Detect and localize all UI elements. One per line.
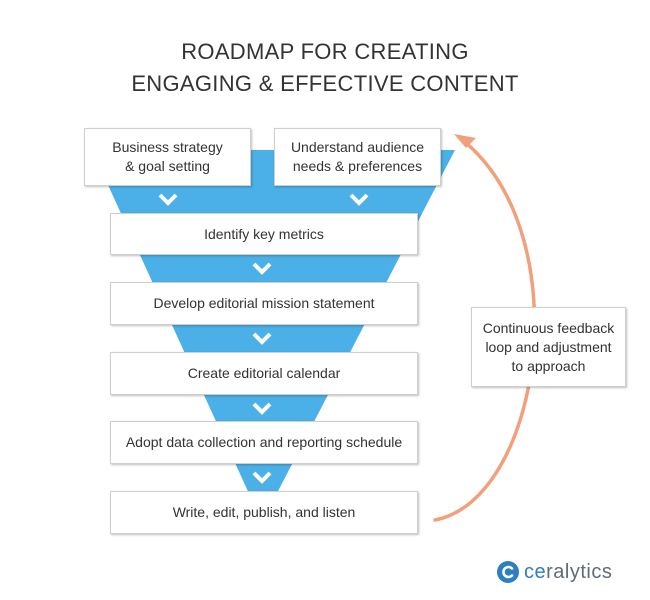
step-editorial-calendar: Create editorial calendar <box>110 352 418 395</box>
ceralytics-logo-icon <box>497 561 519 583</box>
step-mission-statement-label: Develop editorial mission statement <box>153 295 375 311</box>
page-title: ROADMAP FOR CREATING ENGAGING & EFFECTIV… <box>0 36 650 100</box>
chevron-down-icon <box>158 193 178 206</box>
chevron-down-icon <box>252 402 272 415</box>
logo-wordmark-prefix: ce <box>524 561 547 583</box>
chevron-down-icon <box>349 193 369 206</box>
step-data-collection: Adopt data collection and reporting sche… <box>110 421 418 464</box>
feedback-loop-arrowhead <box>454 134 476 148</box>
feedback-loop-label: Continuous feedback loop and adjustment … <box>482 319 615 374</box>
funnel-shape <box>92 150 455 522</box>
chevron-down-icon <box>252 332 272 345</box>
step-editorial-calendar-label: Create editorial calendar <box>187 365 341 381</box>
step-mission-statement: Develop editorial mission statement <box>110 282 418 325</box>
title-line-1: ROADMAP FOR CREATING <box>181 39 469 64</box>
step-audience-needs: Understand audience needs & preferences <box>274 128 441 186</box>
step-audience-needs-label: Understand audience needs & preferences <box>290 139 425 174</box>
step-data-collection-label: Adopt data collection and reporting sche… <box>125 434 403 450</box>
logo-wordmark-suffix: ralytics <box>546 561 613 583</box>
step-write-publish: Write, edit, publish, and listen <box>110 491 418 534</box>
chevron-down-icon <box>252 471 272 484</box>
step-key-metrics: Identify key metrics <box>110 213 418 255</box>
step-write-publish-label: Write, edit, publish, and listen <box>172 504 356 520</box>
ceralytics-logo: ceralytics <box>497 561 612 583</box>
title-line-2: ENGAGING & EFFECTIVE CONTENT <box>131 71 519 96</box>
logo-wordmark: ceralytics <box>524 561 612 583</box>
chevron-down-icon <box>252 262 272 275</box>
step-key-metrics-label: Identify key metrics <box>204 225 324 242</box>
feedback-loop-box: Continuous feedback loop and adjustment … <box>471 307 626 387</box>
step-business-strategy-label: Business strategy & goal setting <box>112 139 223 174</box>
step-business-strategy: Business strategy & goal setting <box>84 128 251 186</box>
